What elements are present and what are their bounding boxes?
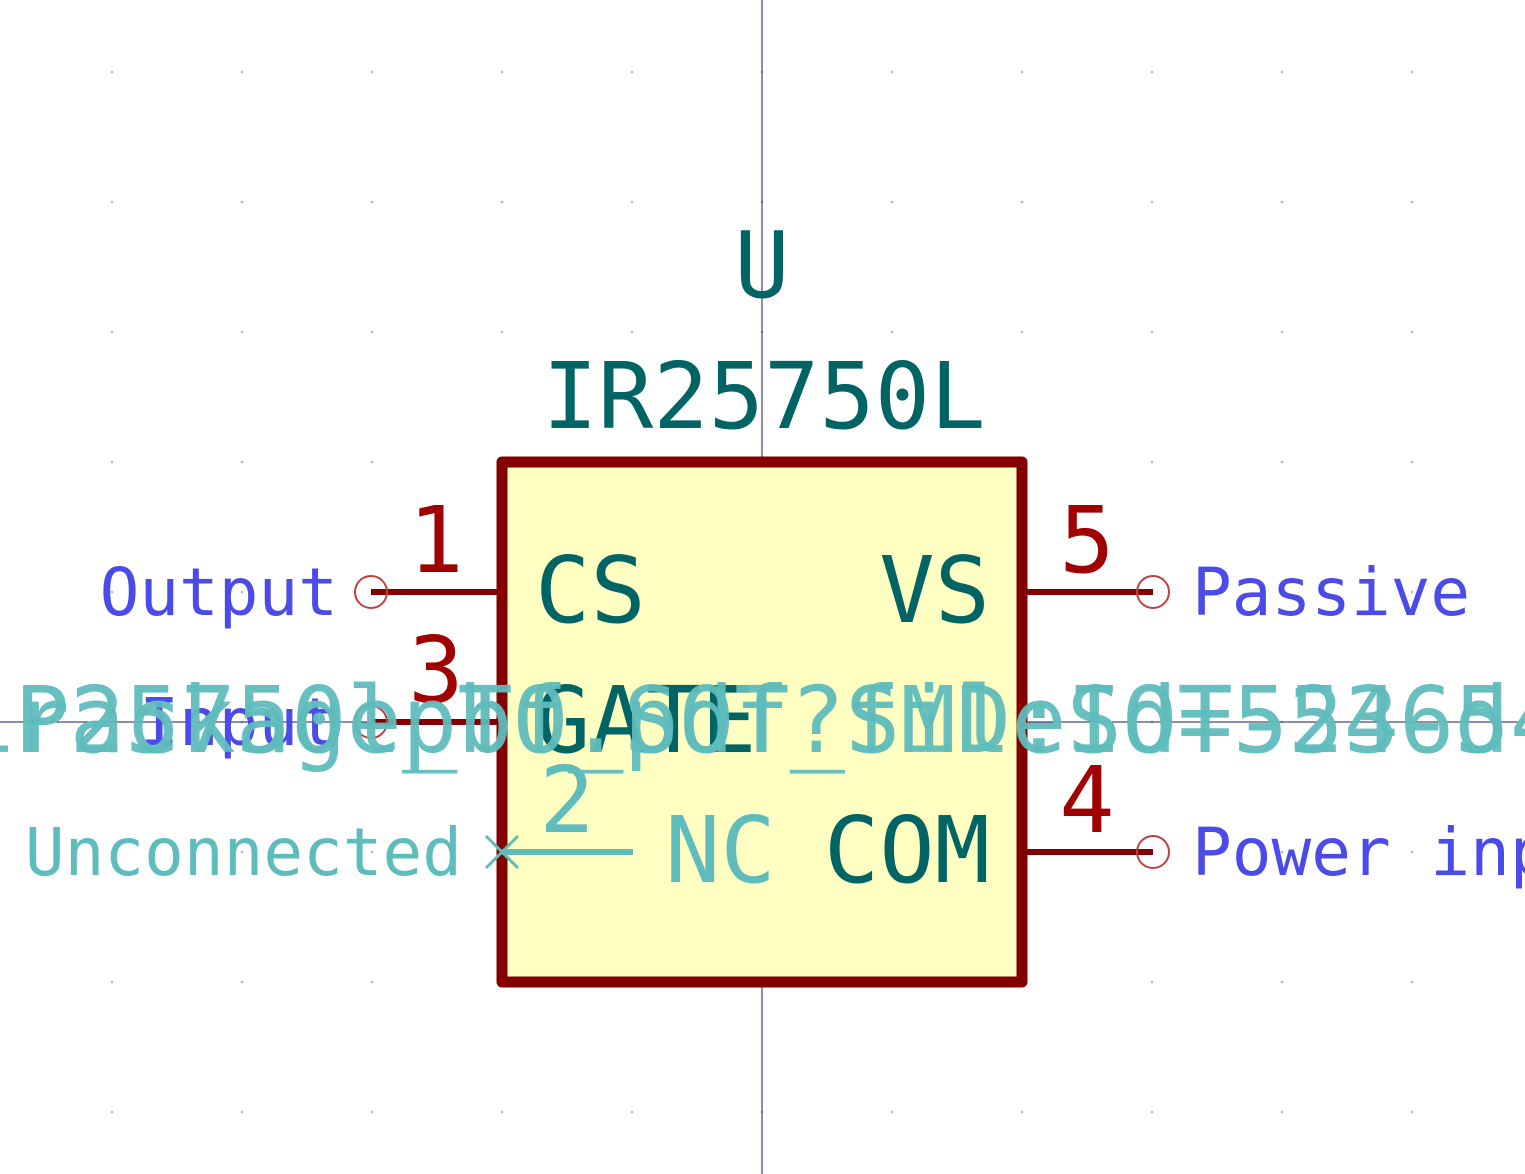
grid-dot (110, 1110, 114, 1114)
grid-dot (240, 330, 244, 334)
grid-dot (240, 850, 244, 854)
datasheet-field-overlay[interactable]: ir25750lpbf.pdf?fileId=5546d4 (0, 667, 1525, 774)
pin-2-type: Unconnected (25, 814, 462, 891)
grid-dot (1280, 200, 1284, 204)
grid-dot (110, 850, 114, 854)
grid-dot (630, 70, 634, 74)
grid-dot (240, 1110, 244, 1114)
grid-dot (110, 590, 114, 594)
grid-dot (1150, 200, 1154, 204)
grid-dot (1410, 70, 1414, 74)
grid-dot (1020, 330, 1024, 334)
grid-dot (1020, 1110, 1024, 1114)
grid-dot (1280, 980, 1284, 984)
grid-dot (1410, 590, 1414, 594)
pin-5-connection-circle[interactable] (1136, 575, 1170, 609)
pin-2-number: 2 (539, 747, 594, 854)
grid-dot (370, 980, 374, 984)
grid-dot (110, 200, 114, 204)
grid-dot (1150, 330, 1154, 334)
pin-3-number: 3 (408, 617, 463, 724)
grid-dot (110, 460, 114, 464)
grid-dot (1280, 70, 1284, 74)
pin-1-type: Output (100, 554, 338, 631)
grid-dot (110, 70, 114, 74)
pin-5-name: VS (879, 537, 990, 644)
pin-1-connection-circle[interactable] (354, 575, 388, 609)
pin-1[interactable]: 1 CS Output (100, 487, 646, 644)
pin-5-type: Passive (1192, 554, 1470, 631)
component-value[interactable]: IR25750L (542, 343, 985, 450)
pin-4-type: Power input (1192, 814, 1525, 891)
grid-dot (1410, 200, 1414, 204)
grid-dot (1020, 200, 1024, 204)
grid-dot (630, 1110, 634, 1114)
grid-dot (1410, 1110, 1414, 1114)
pin-4-number: 4 (1059, 747, 1114, 854)
pin-4-connection-circle[interactable] (1136, 835, 1170, 869)
grid-dot (630, 200, 634, 204)
grid-dot (500, 70, 504, 74)
grid-dot (890, 200, 894, 204)
pin-5-number: 5 (1059, 487, 1114, 594)
grid-dot (890, 70, 894, 74)
grid-dot (890, 1110, 894, 1114)
grid-dot (1020, 70, 1024, 74)
grid-dot (500, 330, 504, 334)
grid-dot (1410, 330, 1414, 334)
pin-3-type: Input (139, 684, 338, 761)
grid-dot (1280, 1110, 1284, 1114)
pin-1-name: CS (535, 537, 646, 644)
pin-2-name: NC (665, 797, 776, 904)
no-connect-x-icon (484, 834, 520, 870)
grid-dot (1280, 460, 1284, 464)
grid-dot (1150, 460, 1154, 464)
grid-dot (1150, 1110, 1154, 1114)
pin-5[interactable]: 5 VS Passive (879, 487, 1470, 644)
grid-dot (630, 330, 634, 334)
grid-dot (1280, 330, 1284, 334)
grid-dot (370, 200, 374, 204)
reference-designator[interactable]: U (734, 212, 789, 319)
grid-dot (240, 590, 244, 594)
grid-dot (240, 460, 244, 464)
grid-dot (370, 1110, 374, 1114)
grid-dot (500, 200, 504, 204)
grid-dot (1150, 980, 1154, 984)
pin-4-name: COM (824, 797, 990, 904)
grid-dot (110, 980, 114, 984)
grid-dot (1280, 850, 1284, 854)
pin-2[interactable]: 2 NC Unconnected (25, 747, 776, 904)
pin-1-number: 1 (408, 487, 463, 594)
grid-dot (1410, 460, 1414, 464)
grid-dot (1280, 590, 1284, 594)
pin-4[interactable]: 4 COM Power input (824, 747, 1525, 904)
grid-dot (890, 330, 894, 334)
footprint-field-overlay[interactable]: Package_TO_SOT_SMD:SOT-23-5 (14, 667, 1510, 774)
pin-3-name: GATE (535, 667, 757, 774)
grid-dot (370, 850, 374, 854)
grid-dot (1410, 980, 1414, 984)
grid-dot (240, 980, 244, 984)
component-body[interactable] (496, 456, 1028, 988)
grid-dots (110, 70, 1414, 1114)
grid-dot (370, 330, 374, 334)
pin-3[interactable]: 3 GATE Input (139, 617, 756, 774)
grid-dot (110, 330, 114, 334)
grid-dot (370, 70, 374, 74)
grid-dot (500, 1110, 504, 1114)
grid-dot (370, 460, 374, 464)
grid-dot (240, 200, 244, 204)
grid-dot (240, 70, 244, 74)
pin-3-connection-circle[interactable] (354, 705, 388, 739)
grid-dot (1150, 70, 1154, 74)
grid-dot (1410, 850, 1414, 854)
